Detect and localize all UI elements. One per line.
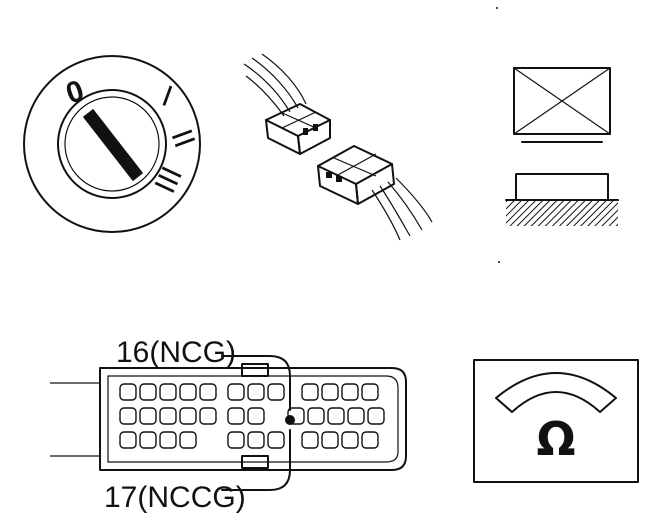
disconnected-connector-icon xyxy=(243,53,433,241)
pin-cell xyxy=(301,431,319,449)
pin-cell xyxy=(301,383,319,401)
pin-grid xyxy=(119,383,385,449)
pin-cell xyxy=(327,407,345,425)
pin-cell xyxy=(247,407,265,425)
pin-cell xyxy=(119,407,137,425)
position-label-ii: II xyxy=(164,125,201,152)
speck xyxy=(498,261,500,263)
ecu-connector: 16(NCG) 17(NCCG) xyxy=(50,336,407,514)
position-label-0: 0 xyxy=(62,74,88,111)
pin-cell xyxy=(247,431,265,449)
pin-cell xyxy=(199,407,217,425)
pin-cell xyxy=(119,383,137,401)
connector-plug-upper xyxy=(265,103,331,155)
pin-cell xyxy=(341,431,359,449)
pin-cell xyxy=(267,383,285,401)
pin-label-17: 17(NCCG) xyxy=(104,481,246,514)
pin-cell xyxy=(139,407,157,425)
pin-cell xyxy=(179,431,197,449)
pin-cell xyxy=(179,383,197,401)
pin-cell xyxy=(367,407,385,425)
pin-cell xyxy=(159,431,177,449)
connector-plug-lower xyxy=(317,145,395,205)
pin-cell xyxy=(341,383,359,401)
pin-cell xyxy=(159,383,177,401)
key-slot xyxy=(82,108,144,182)
pin-label-16: 16(NCG) xyxy=(116,336,236,369)
ohm-symbol: Ω xyxy=(536,412,575,466)
jumper-wire xyxy=(221,355,291,411)
pin-cell xyxy=(199,383,217,401)
ground-sensor-icon xyxy=(505,173,619,226)
pin-cell xyxy=(321,431,339,449)
ignition-switch-icon: 0 I II III xyxy=(23,55,201,233)
pin-cell xyxy=(321,383,339,401)
pin-cell xyxy=(267,431,285,449)
pin-cell xyxy=(159,407,177,425)
pin-cell xyxy=(227,431,245,449)
pin-cell xyxy=(227,383,245,401)
pin-cell xyxy=(307,407,325,425)
pin-cell xyxy=(119,431,137,449)
pin-cell xyxy=(139,383,157,401)
pin-cell xyxy=(361,383,379,401)
pin-cell xyxy=(179,407,197,425)
pin-cell xyxy=(361,431,379,449)
speck xyxy=(496,7,498,9)
position-label-i: I xyxy=(158,80,177,114)
pin-cell xyxy=(347,407,365,425)
ohmmeter-icon: Ω xyxy=(473,359,639,483)
component-box-icon xyxy=(513,67,611,143)
pin-cell xyxy=(139,431,157,449)
pin-16-17-marker xyxy=(285,415,295,425)
pin-cell xyxy=(227,407,245,425)
pin-cell xyxy=(247,383,265,401)
jumper-wire-lower xyxy=(221,429,291,491)
